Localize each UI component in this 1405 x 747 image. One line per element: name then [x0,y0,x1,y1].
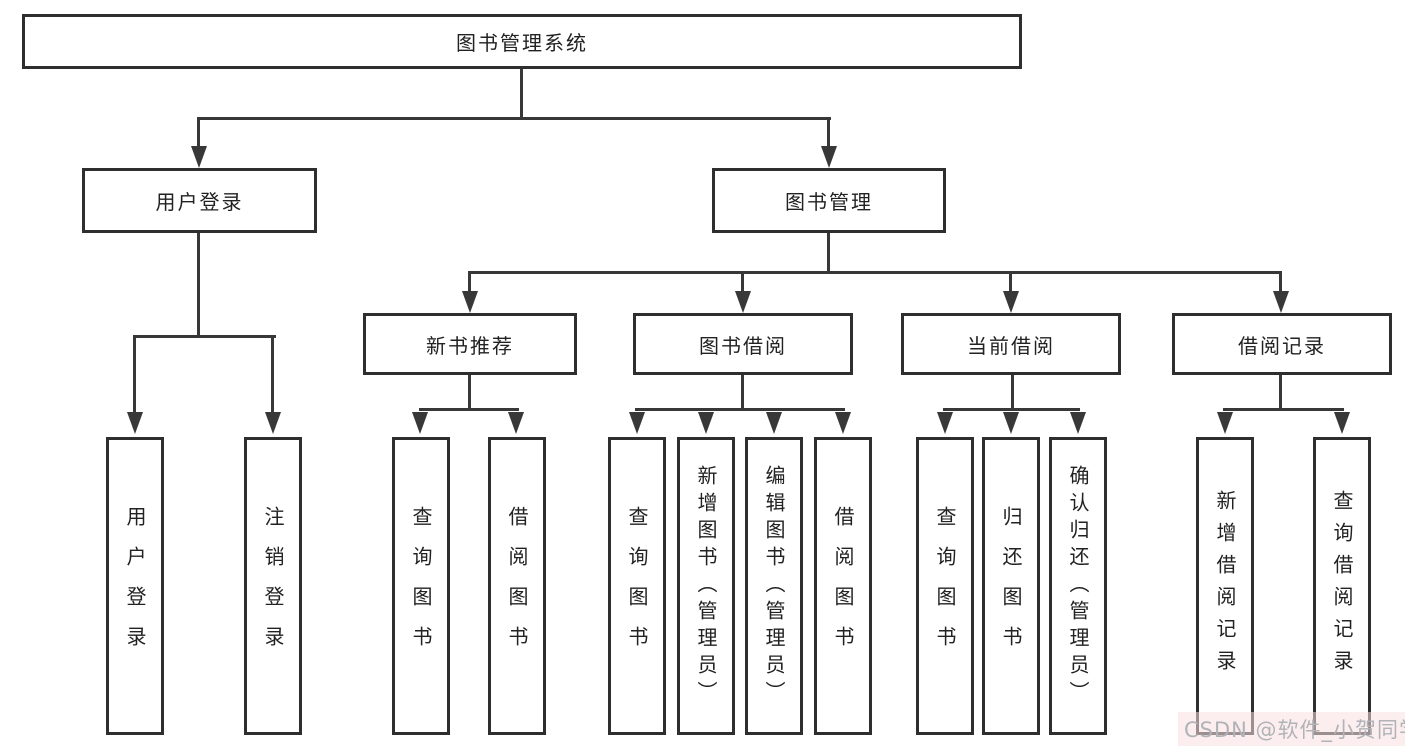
leaf-add-borrow-record-label: 新增借阅记录 [1213,490,1237,682]
arrow-leaf-add-record-icon [1217,412,1233,434]
connector-drop-new-book [468,271,471,291]
leaf-user-login-label: 用户登录 [123,506,147,666]
connector-new-book-bar [419,408,519,411]
leaf-query-books-a: 查询图书 [392,437,450,735]
connector-new-book-stem [468,375,471,411]
leaf-query-books-b-label: 查询图书 [625,506,649,666]
leaf-query-books-c-label: 查询图书 [933,506,957,666]
leaf-logout: 注销登录 [244,437,302,735]
node-book-management: 图书管理 [712,168,946,233]
node-new-book-recommendation-label: 新书推荐 [426,333,514,358]
leaf-logout-label: 注销登录 [261,506,285,666]
arrow-book-management-icon [821,146,837,168]
leaf-user-login: 用户登录 [106,437,164,735]
node-root: 图书管理系统 [22,14,1022,69]
arrow-book-borrow-icon [735,291,751,313]
leaf-add-book-admin-label: 新增图书（管理员） [694,464,718,708]
arrow-leaf-return-book-icon [1003,412,1019,434]
connector-drop-leaf-user-login [133,335,136,413]
arrow-leaf-user-login-icon [127,412,143,434]
connector-user-login-bar [133,335,276,338]
connector-drop-book-management [827,117,830,147]
arrow-leaf-edit-book-icon [766,412,782,434]
connector-user-login-stem [197,233,200,337]
leaf-query-books-c: 查询图书 [916,437,974,735]
node-borrowing-records-label: 借阅记录 [1238,333,1326,358]
leaf-return-book-label: 归还图书 [999,506,1023,666]
arrow-leaf-confirm-return-icon [1070,412,1086,434]
node-borrowing-records: 借阅记录 [1172,313,1392,375]
leaf-edit-book-admin: 编辑图书（管理员） [745,437,803,735]
arrow-leaf-query-books-b-icon [629,412,645,434]
arrow-leaf-borrow-books-a-icon [508,412,524,434]
leaf-borrow-books-b: 借阅图书 [814,437,872,735]
leaf-query-borrow-record: 查询借阅记录 [1313,437,1371,735]
connector-borrow-records-stem [1279,375,1282,411]
node-new-book-recommendation: 新书推荐 [363,313,577,375]
leaf-add-borrow-record: 新增借阅记录 [1196,437,1254,735]
node-root-label: 图书管理系统 [456,31,588,55]
arrow-leaf-query-books-c-icon [937,412,953,434]
arrow-new-book-icon [462,291,478,313]
leaf-edit-book-admin-label: 编辑图书（管理员） [762,464,786,708]
connector-book-borrow-stem [741,375,744,411]
connector-book-management-bar [468,271,1282,274]
arrow-user-login-icon [191,146,207,168]
leaf-borrow-books-b-label: 借阅图书 [831,506,855,666]
connector-book-borrow-bar [635,408,845,411]
arrow-leaf-borrow-books-b-icon [835,412,851,434]
arrow-current-borrow-icon [1003,291,1019,313]
arrow-leaf-query-books-a-icon [412,412,428,434]
node-user-login-label: 用户登录 [155,190,244,214]
leaf-query-borrow-record-label: 查询借阅记录 [1330,490,1354,682]
node-book-borrowing-label: 图书借阅 [699,333,787,358]
leaf-borrow-books-a: 借阅图书 [488,437,546,735]
connector-drop-book-borrow [741,271,744,291]
leaf-confirm-return-admin: 确认归还（管理员） [1049,437,1107,735]
connector-drop-leaf-logout [271,335,274,413]
connector-drop-borrow-records [1279,271,1282,291]
connector-drop-current-borrow [1009,271,1012,291]
arrow-leaf-query-record-icon [1334,412,1350,434]
leaf-return-book: 归还图书 [982,437,1040,735]
leaf-add-book-admin: 新增图书（管理员） [677,437,735,735]
node-current-borrowing-label: 当前借阅 [967,333,1055,358]
node-book-management-label: 图书管理 [785,190,873,214]
connector-root-stem [520,69,523,118]
node-current-borrowing: 当前借阅 [901,313,1121,375]
arrow-leaf-logout-icon [265,412,281,434]
leaf-query-books-b: 查询图书 [608,437,666,735]
leaf-confirm-return-admin-label: 确认归还（管理员） [1066,464,1090,708]
connector-current-borrow-stem [1011,375,1014,411]
connector-current-borrow-bar [943,408,1080,411]
csdn-watermark: CSDN @软件_小贺同学 [1178,712,1405,746]
connector-borrow-records-bar [1223,408,1344,411]
leaf-borrow-books-a-label: 借阅图书 [505,506,529,666]
connector-book-management-stem [827,233,830,274]
connector-root-bar [197,117,831,120]
node-user-login: 用户登录 [82,168,317,233]
arrow-leaf-add-book-icon [698,412,714,434]
arrow-borrow-records-icon [1273,291,1289,313]
leaf-query-books-a-label: 查询图书 [409,506,433,666]
node-book-borrowing: 图书借阅 [633,313,853,375]
connector-drop-user-login [197,117,200,147]
